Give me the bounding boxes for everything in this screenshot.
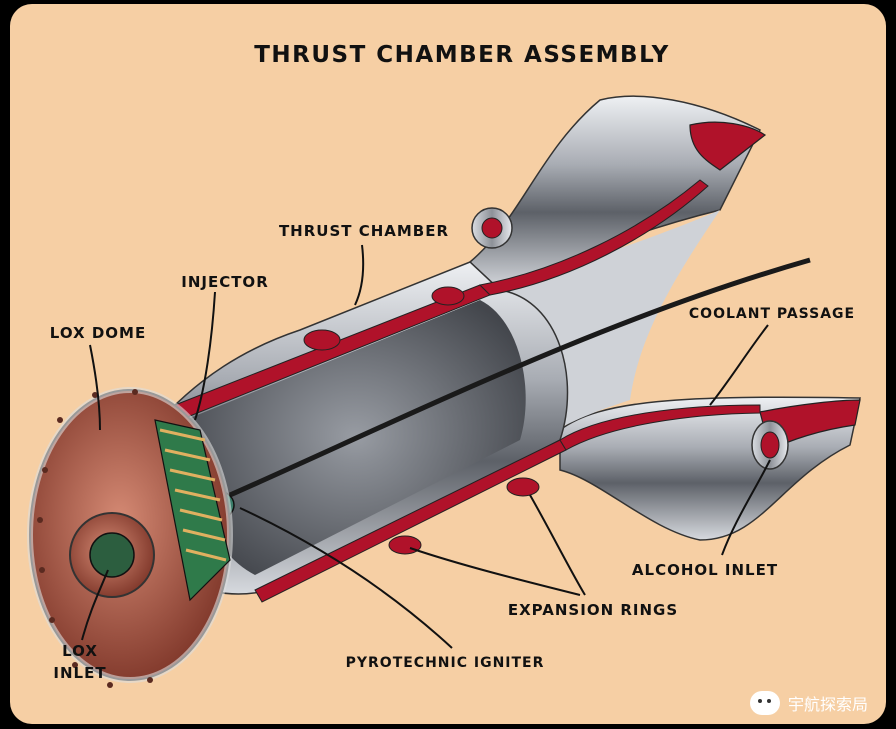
leader-lox-inlet xyxy=(81,569,109,641)
chat-bubble-icon xyxy=(749,691,780,715)
watermark-text: 宇航探索局 xyxy=(787,695,868,714)
label-lox-dome: LOX DOME xyxy=(50,324,146,342)
alcohol-inlet-opening-lower xyxy=(760,431,780,459)
expansion-ring-3 xyxy=(388,535,422,555)
alcohol-inlet-opening-upper xyxy=(481,217,503,239)
expansion-ring-1 xyxy=(303,329,341,351)
label-alcohol-inlet: ALCOHOL INLET xyxy=(632,561,778,579)
label-expansion-rings: EXPANSION RINGS xyxy=(508,601,678,619)
leader-expansion-rings-1 xyxy=(529,494,586,596)
nozzle-coolant-wall-upper xyxy=(478,179,709,296)
label-thrust-chamber: THRUST CHAMBER xyxy=(279,222,449,240)
leader-injector xyxy=(194,291,216,421)
leader-alcohol-inlet xyxy=(721,459,771,556)
label-lox-inlet-line2: INLET xyxy=(53,664,106,682)
leader-coolant-passage xyxy=(709,324,769,406)
nozzle-upper-coolant xyxy=(689,121,767,171)
leader-pyrotechnic-igniter xyxy=(239,507,453,649)
leader-lox-dome xyxy=(89,344,101,431)
watermark: 宇航探索局 xyxy=(749,691,868,715)
expansion-ring-4 xyxy=(506,477,540,497)
label-pyrotechnic-igniter: PYROTECHNIC IGNITER xyxy=(346,655,545,671)
label-injector: INJECTOR xyxy=(181,273,269,291)
label-lox-inlet-line1: LOX xyxy=(62,642,98,660)
expansion-ring-2 xyxy=(431,286,465,306)
lox-inlet-opening xyxy=(89,532,135,578)
injector-orifices xyxy=(159,428,227,562)
lox-dome-rim xyxy=(27,387,233,683)
leader-expansion-rings-2 xyxy=(409,547,581,596)
leader-thrust-chamber xyxy=(354,244,365,306)
nozzle-coolant-wall-lower xyxy=(559,404,761,451)
label-coolant-passage: COOLANT PASSAGE xyxy=(689,306,855,322)
igniter-cable xyxy=(228,257,811,498)
lox-dome-bolts xyxy=(37,389,153,688)
diagram-title: THRUST CHAMBER ASSEMBLY xyxy=(254,42,670,68)
